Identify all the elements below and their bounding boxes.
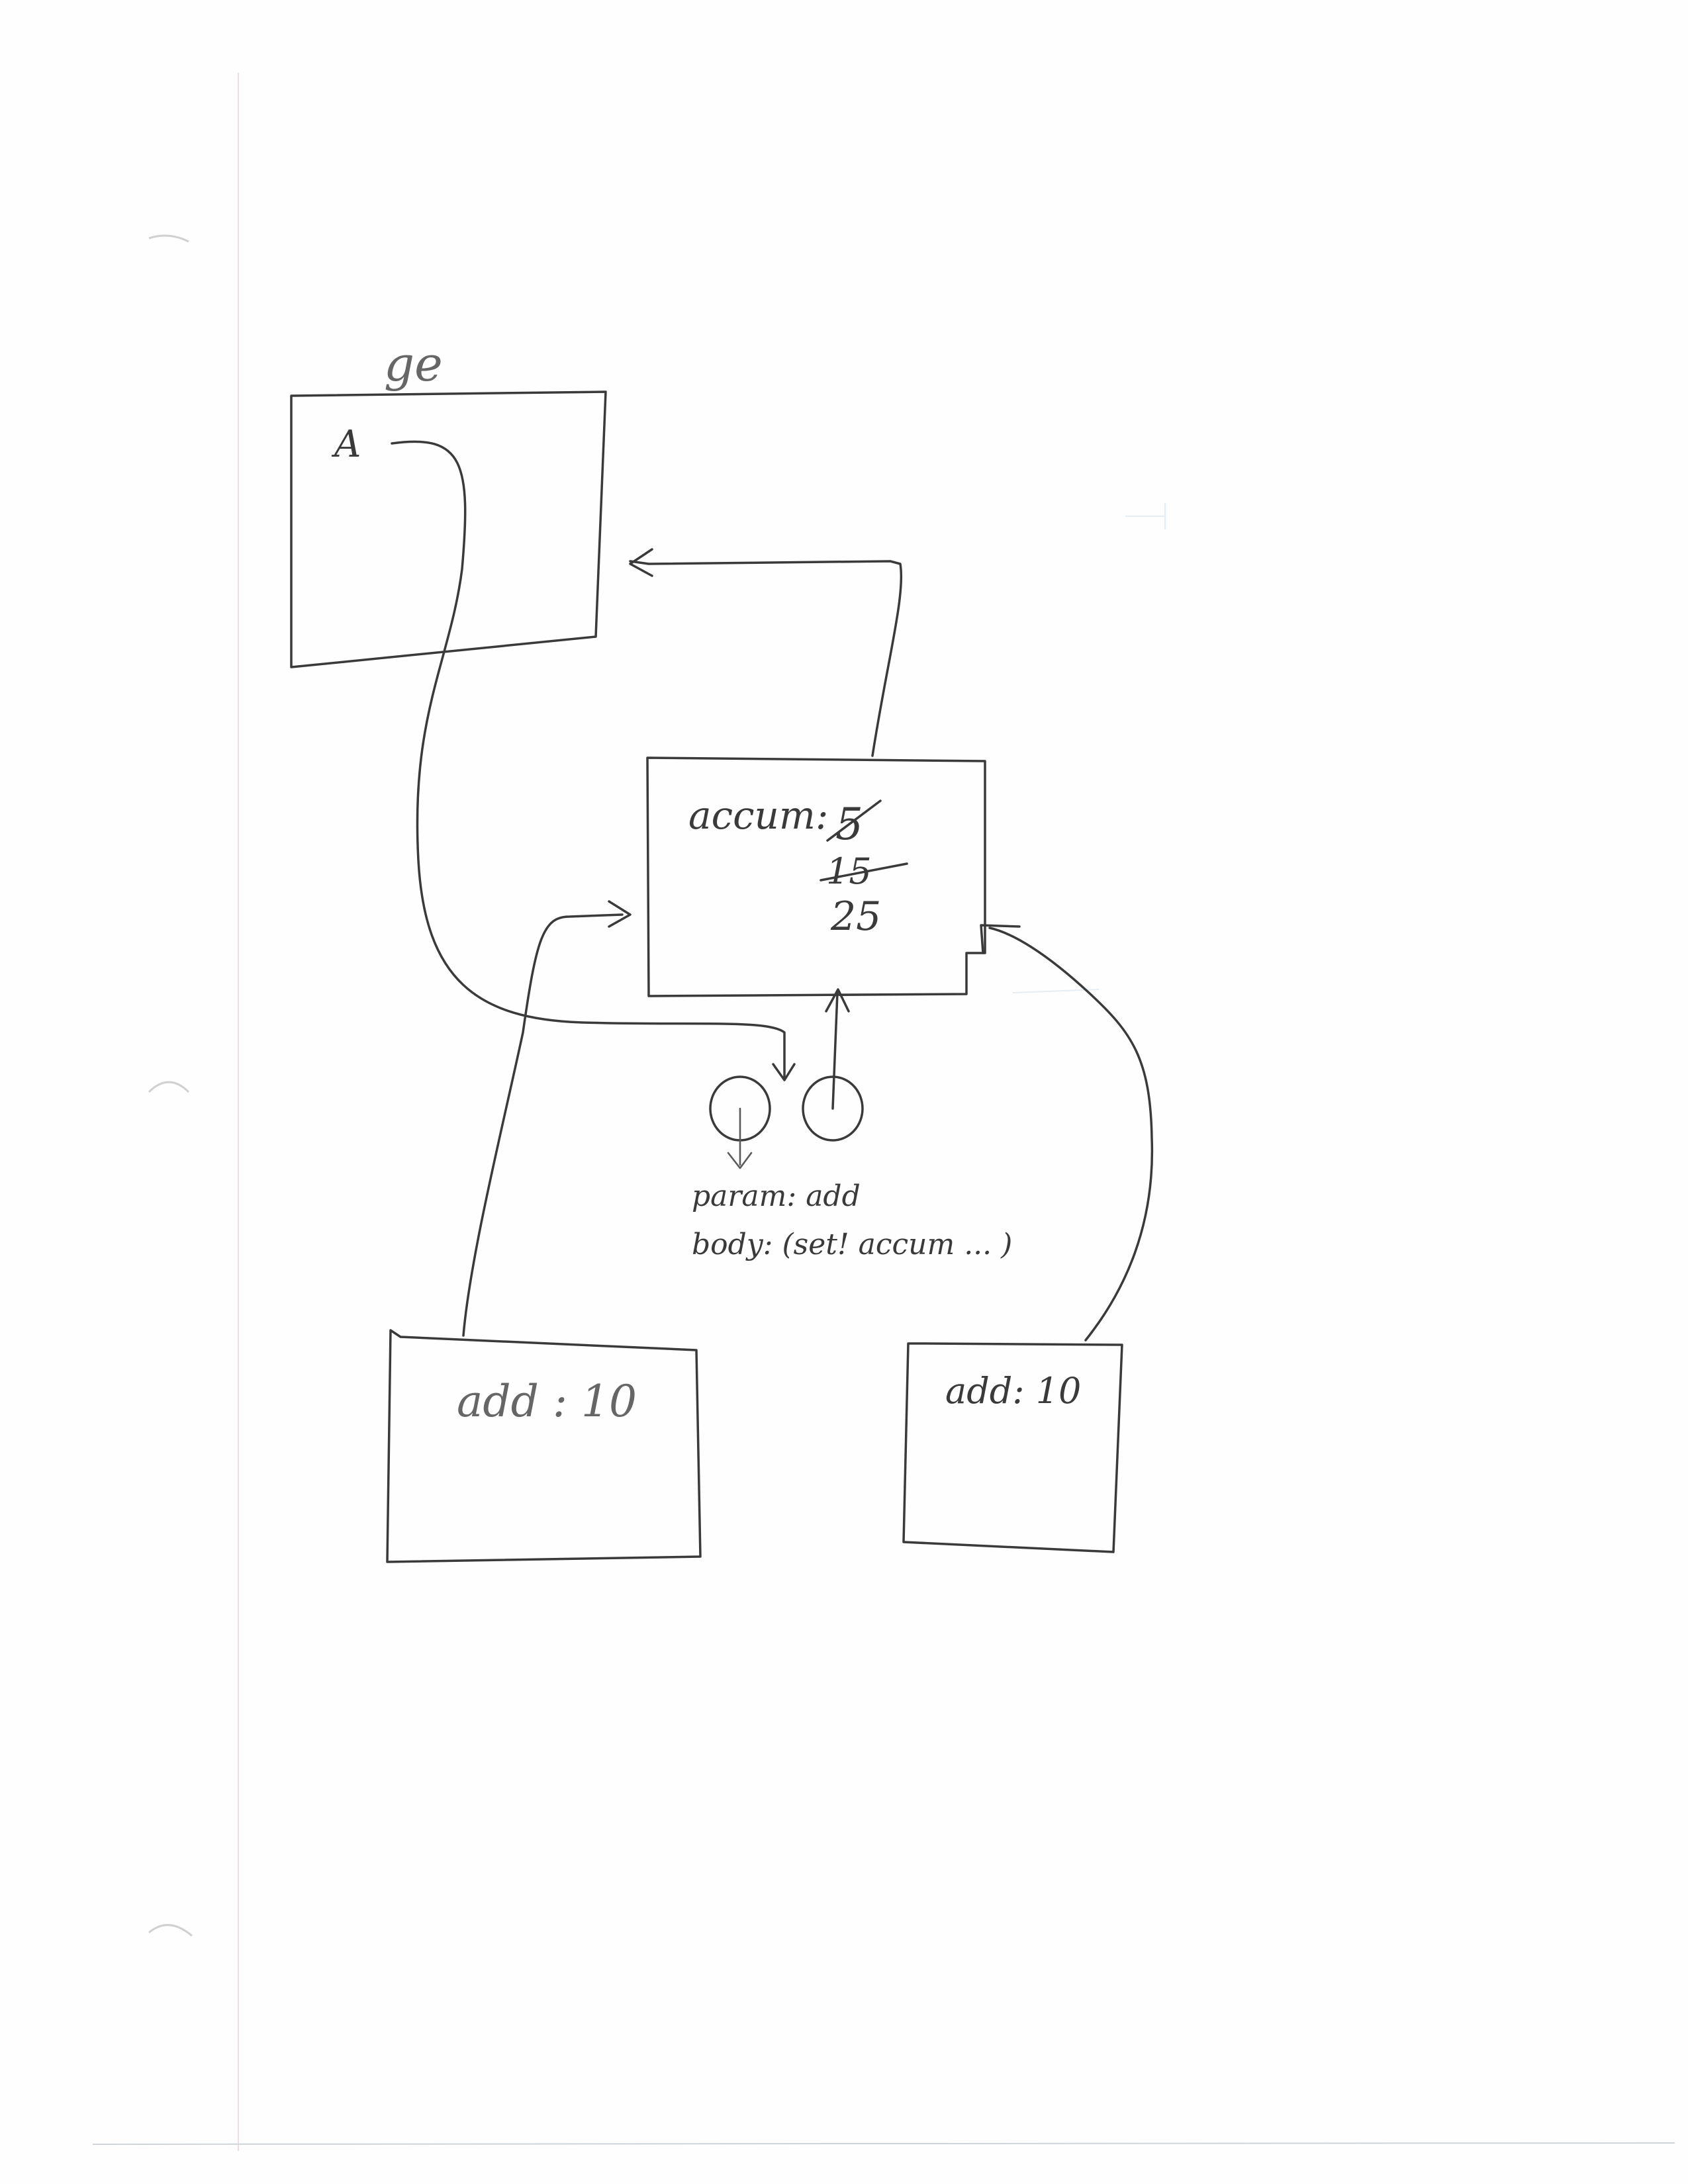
- procedure-code-arrowhead: [727, 1152, 753, 1169]
- global-frame-label: ge: [384, 336, 443, 392]
- binding-arrowhead-a: [772, 1063, 796, 1081]
- bottom-rule: [92, 2142, 1675, 2145]
- global-frame-box: [290, 390, 607, 668]
- call-frame-right-binding: add: 10: [945, 1370, 1081, 1412]
- call-frame-right: [902, 1342, 1123, 1553]
- procedure-env-circle: [802, 1075, 864, 1142]
- parent-arrowhead-right-call: [980, 924, 1021, 954]
- procedure-env-arrowhead: [825, 988, 850, 1013]
- procedure-param: param: add: [692, 1179, 861, 1213]
- strike-old-2: [820, 862, 908, 882]
- parent-arrowhead-left-call: [608, 900, 632, 928]
- global-binding-a: A: [331, 423, 361, 466]
- parent-arrow-right-call: [988, 927, 1154, 1342]
- binder-hole-top: [148, 234, 189, 243]
- accum-binding-name: accum:: [688, 793, 828, 838]
- bleed-through-marks: [1012, 503, 1166, 993]
- binder-hole-middle: [148, 1081, 190, 1093]
- procedure-body: body: (set! accum ... ): [692, 1228, 1012, 1261]
- accum-value-current: 25: [830, 893, 881, 940]
- accum-frame-box: [646, 756, 986, 997]
- parent-arrowhead-global: [629, 548, 653, 577]
- binding-arrow-a-to-procedure: [391, 440, 786, 1079]
- strike-old-1: [826, 799, 882, 842]
- parent-arrow-accum-to-global: [629, 560, 903, 757]
- procedure-env-pointer: [831, 991, 839, 1110]
- call-frame-left-binding: add : 10: [457, 1376, 637, 1427]
- call-frame-left: [386, 1329, 702, 1563]
- binder-hole-bottom: [148, 1924, 193, 1937]
- parent-arrow-left-call: [462, 913, 624, 1337]
